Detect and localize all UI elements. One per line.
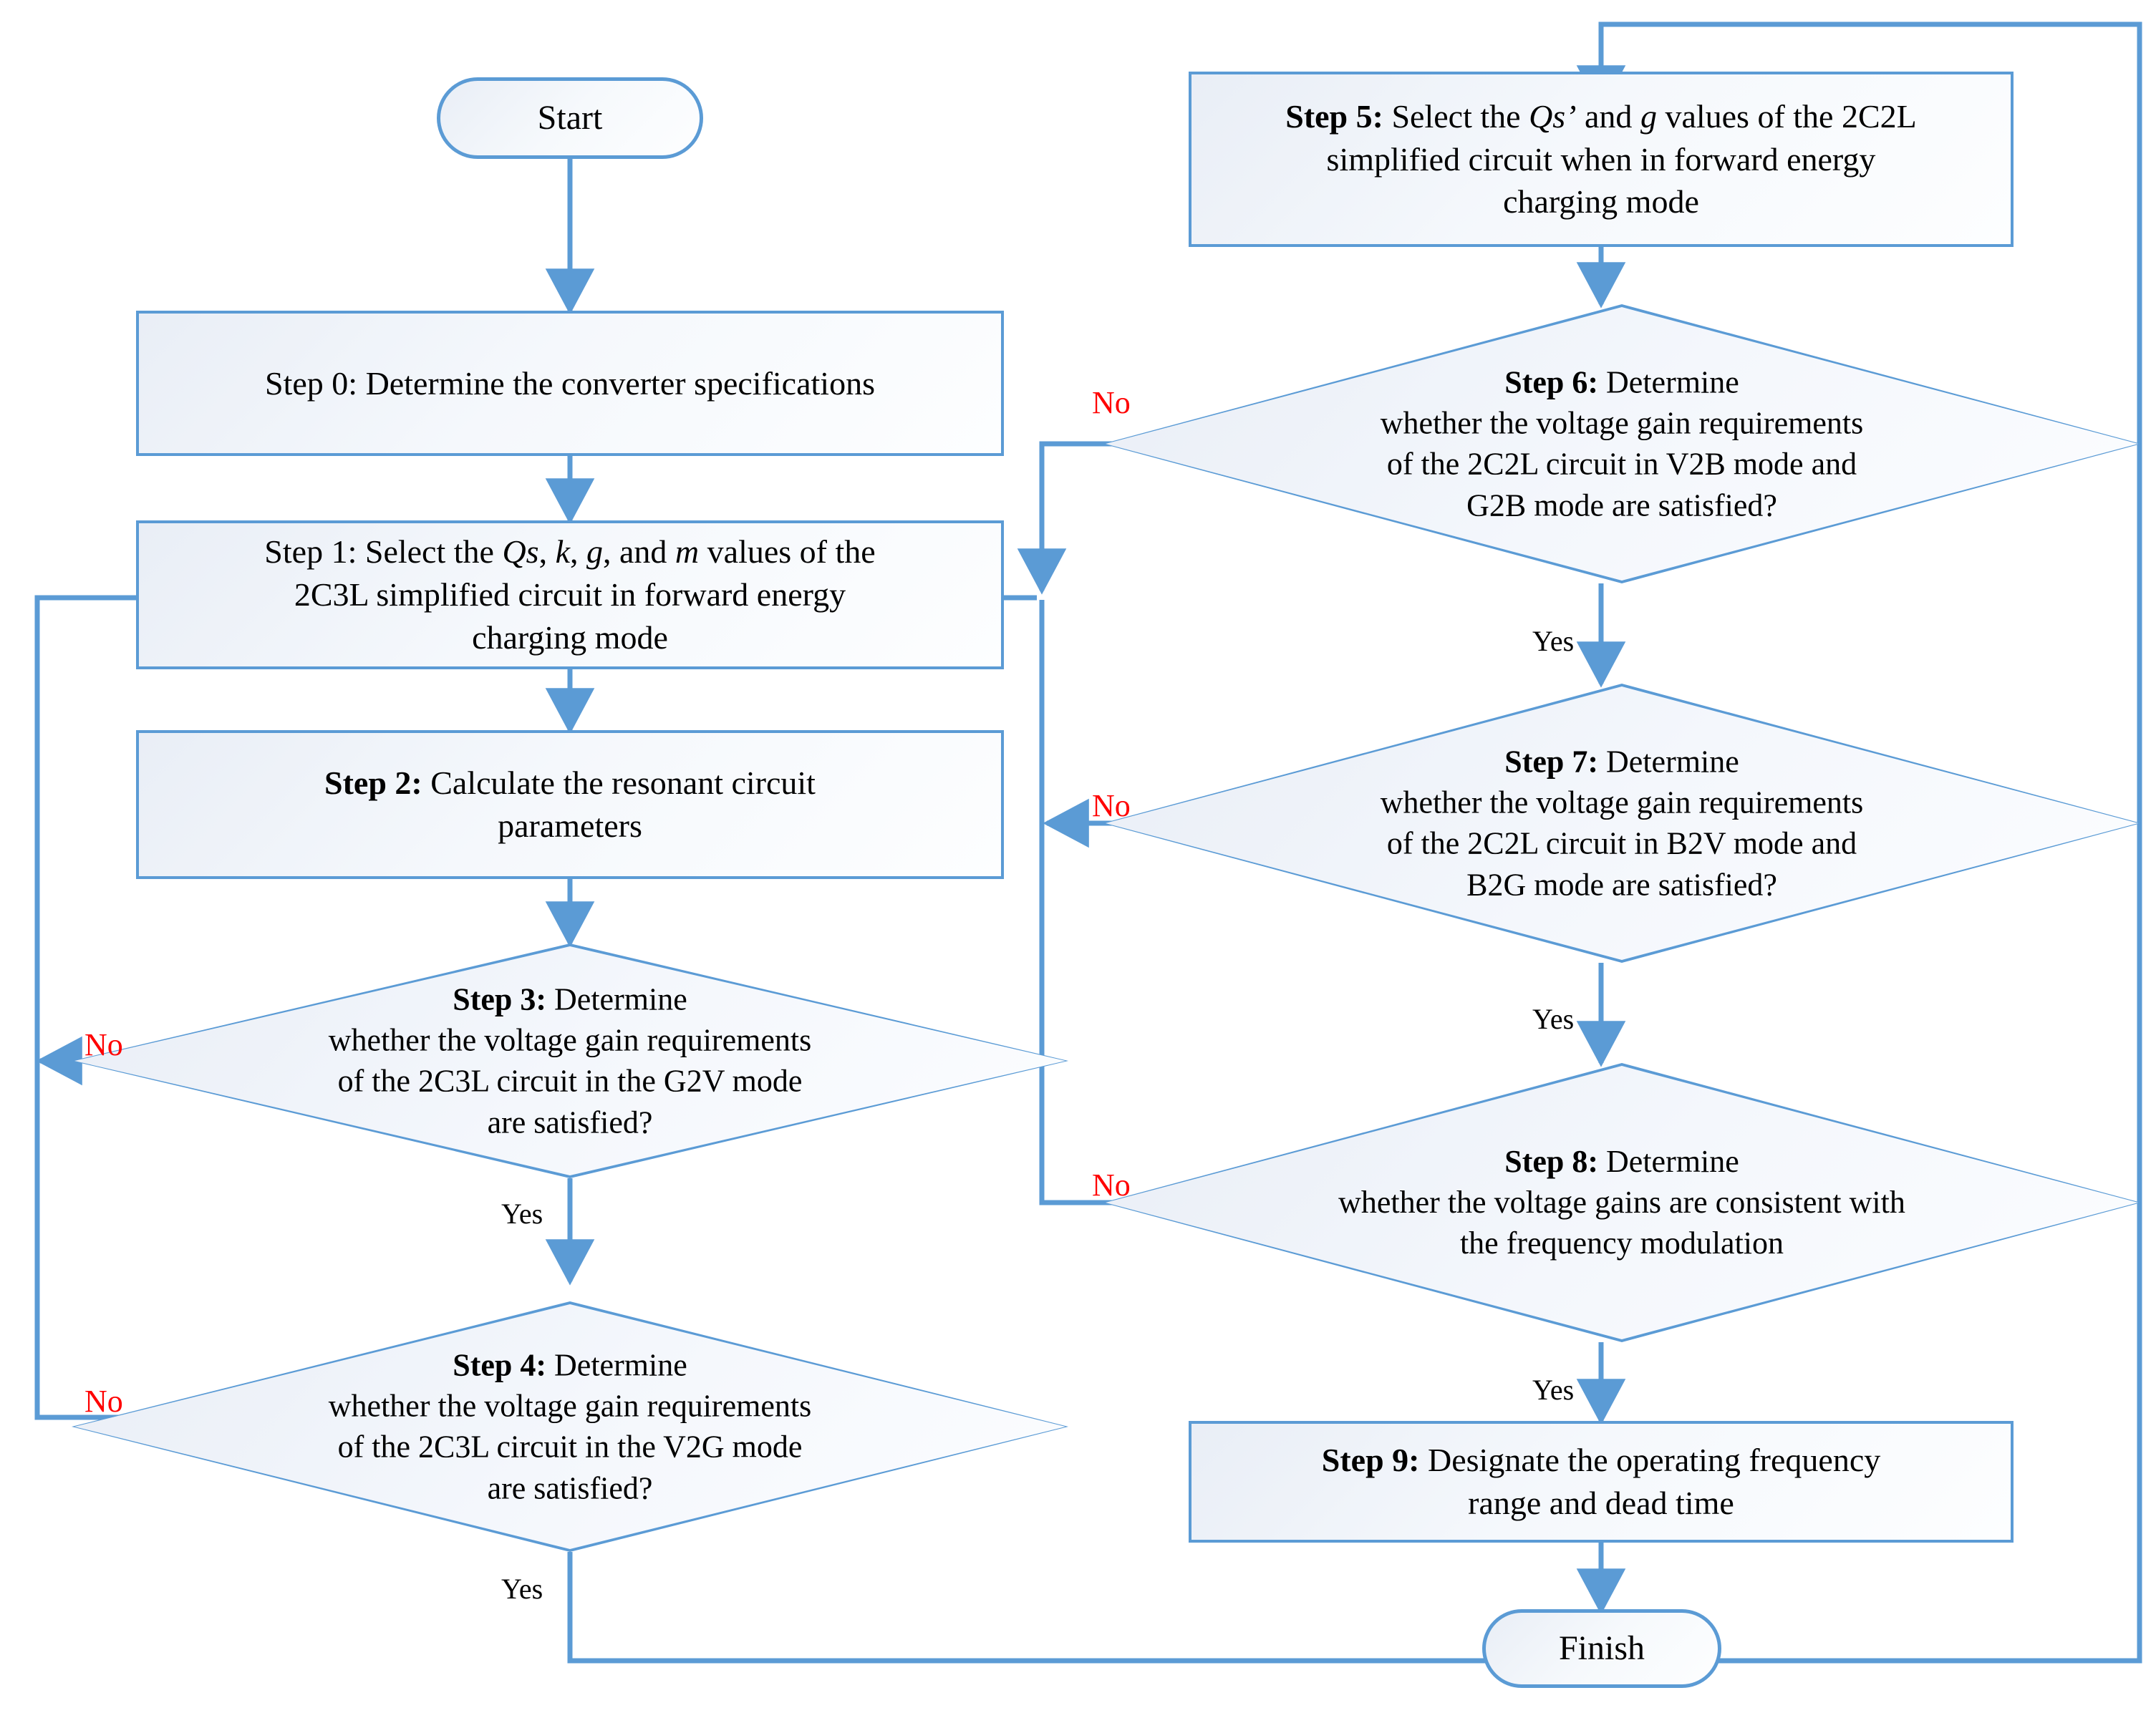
- node-start[interactable]: Start: [437, 77, 703, 159]
- node-step-7[interactable]: Step 7: Determine whether the voltage ga…: [1103, 684, 2141, 963]
- node-finish-label: Finish: [1558, 1629, 1645, 1667]
- edge-label-step4-no: No: [84, 1384, 123, 1419]
- node-step-2-label: Step 2: Calculate the resonant circuit p…: [324, 765, 816, 844]
- node-step-8-label: Step 8: Determine whether the voltage ga…: [1338, 1144, 1905, 1261]
- node-finish[interactable]: Finish: [1482, 1609, 1721, 1688]
- node-step-3-label: Step 3: Determine whether the voltage ga…: [328, 981, 812, 1140]
- node-step-9-label: Step 9: Designate the operating frequenc…: [1321, 1442, 1881, 1521]
- edge-label-step3-no: No: [84, 1027, 123, 1062]
- edge-label-step8-no: No: [1092, 1168, 1131, 1203]
- node-start-label: Start: [537, 98, 603, 137]
- node-step-0[interactable]: Step 0: Determine the converter specific…: [136, 311, 1004, 456]
- edge-label-step7-no: No: [1092, 788, 1131, 823]
- node-step-7-label: Step 7: Determine whether the voltage ga…: [1380, 744, 1864, 903]
- node-step-4-label: Step 4: Determine whether the voltage ga…: [328, 1347, 812, 1506]
- node-step-2[interactable]: Step 2: Calculate the resonant circuit p…: [136, 730, 1004, 879]
- edge-label-step7-yes: Yes: [1532, 1003, 1575, 1035]
- node-step-5[interactable]: Step 5: Select the Qs’ and g values of t…: [1189, 72, 2014, 247]
- node-step-8[interactable]: Step 8: Determine whether the voltage ga…: [1103, 1063, 2141, 1342]
- edge-label-step4-yes: Yes: [501, 1573, 543, 1605]
- node-step-1[interactable]: Step 1: Select the Qs, k, g, and m value…: [136, 520, 1004, 669]
- node-step-4[interactable]: Step 4: Determine whether the voltage ga…: [72, 1301, 1068, 1552]
- node-step-3[interactable]: Step 3: Determine whether the voltage ga…: [72, 943, 1068, 1178]
- edge-label-step8-yes: Yes: [1532, 1374, 1575, 1406]
- node-step-6[interactable]: Step 6: Determine whether the voltage ga…: [1103, 304, 2141, 583]
- node-step-1-label: Step 1: Select the Qs, k, g, and m value…: [264, 533, 876, 656]
- edge-label-step6-no: No: [1092, 385, 1131, 420]
- node-step-5-label: Step 5: Select the Qs’ and g values of t…: [1285, 97, 1917, 220]
- edge-label-step6-yes: Yes: [1532, 625, 1575, 657]
- node-step-0-label: Step 0: Determine the converter specific…: [265, 364, 875, 402]
- edge-label-step3-yes: Yes: [501, 1198, 543, 1230]
- node-step-6-label: Step 6: Determine whether the voltage ga…: [1380, 364, 1864, 523]
- node-step-9[interactable]: Step 9: Designate the operating frequenc…: [1189, 1421, 2014, 1543]
